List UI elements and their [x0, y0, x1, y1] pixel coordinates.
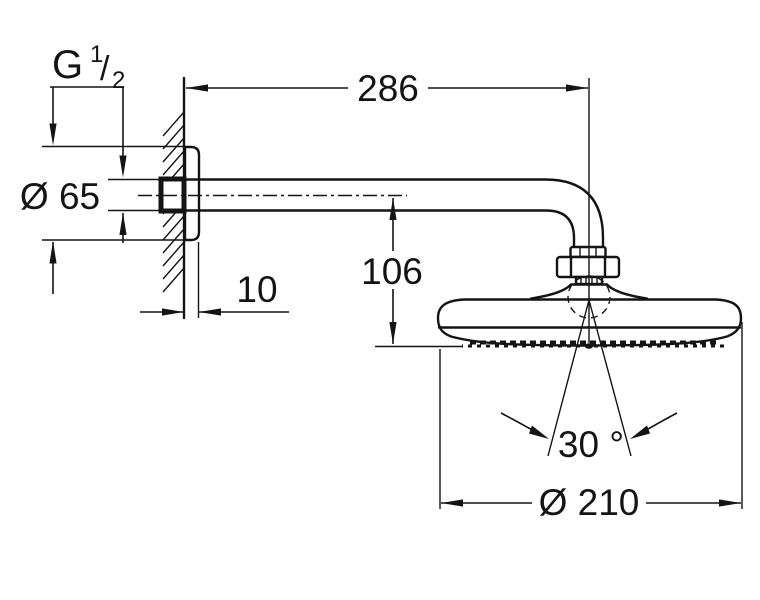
arrow-right-icon	[529, 425, 549, 439]
dim-106-label: 106	[361, 251, 423, 292]
head-body-outline	[436, 298, 743, 347]
spray-nozzles	[462, 340, 724, 349]
dimension-wall-clearance: 10	[140, 242, 289, 318]
dimension-head-diameter: Ø 210	[439, 322, 743, 523]
dimension-thread: G 1 / 2	[50, 41, 127, 243]
arrow-left-icon	[441, 499, 463, 507]
flange-extension-lines	[42, 145, 185, 241]
arrow-left-icon	[186, 84, 208, 92]
arrow-down-icon	[49, 123, 57, 146]
dim-30-label: 30 °	[558, 424, 624, 465]
arrow-left-icon	[630, 425, 650, 439]
arrow-right-icon	[719, 499, 741, 507]
dimension-arm-reach: 286	[186, 68, 588, 109]
arrow-right-icon	[566, 84, 588, 92]
dimension-head-drop: 106	[361, 198, 463, 348]
arrow-right-icon	[162, 308, 184, 316]
arrow-left-icon	[199, 308, 221, 316]
mounting-flange	[183, 145, 201, 242]
arrow-down-icon	[389, 322, 397, 344]
center-nozzle	[585, 343, 593, 349]
dimension-flange-diameter: Ø 65	[20, 87, 100, 294]
thread-label: G 1 / 2	[52, 41, 125, 94]
dim-10-label: 10	[236, 269, 277, 310]
arrow-up-icon	[119, 213, 127, 235]
arrow-down-icon	[119, 155, 127, 178]
connector-nut	[555, 255, 621, 286]
arrow-up-icon	[49, 241, 57, 264]
thread-extension-lines	[108, 178, 162, 212]
arm-sleeve	[569, 245, 607, 259]
spray-angle-lines	[547, 299, 632, 457]
dim-286-label: 286	[357, 68, 419, 109]
dim-210-label: Ø 210	[539, 482, 640, 523]
dim-65-label: Ø 65	[20, 176, 100, 217]
arrow-up-icon	[389, 198, 397, 220]
dimension-spray-angle: 30 °	[500, 412, 678, 465]
